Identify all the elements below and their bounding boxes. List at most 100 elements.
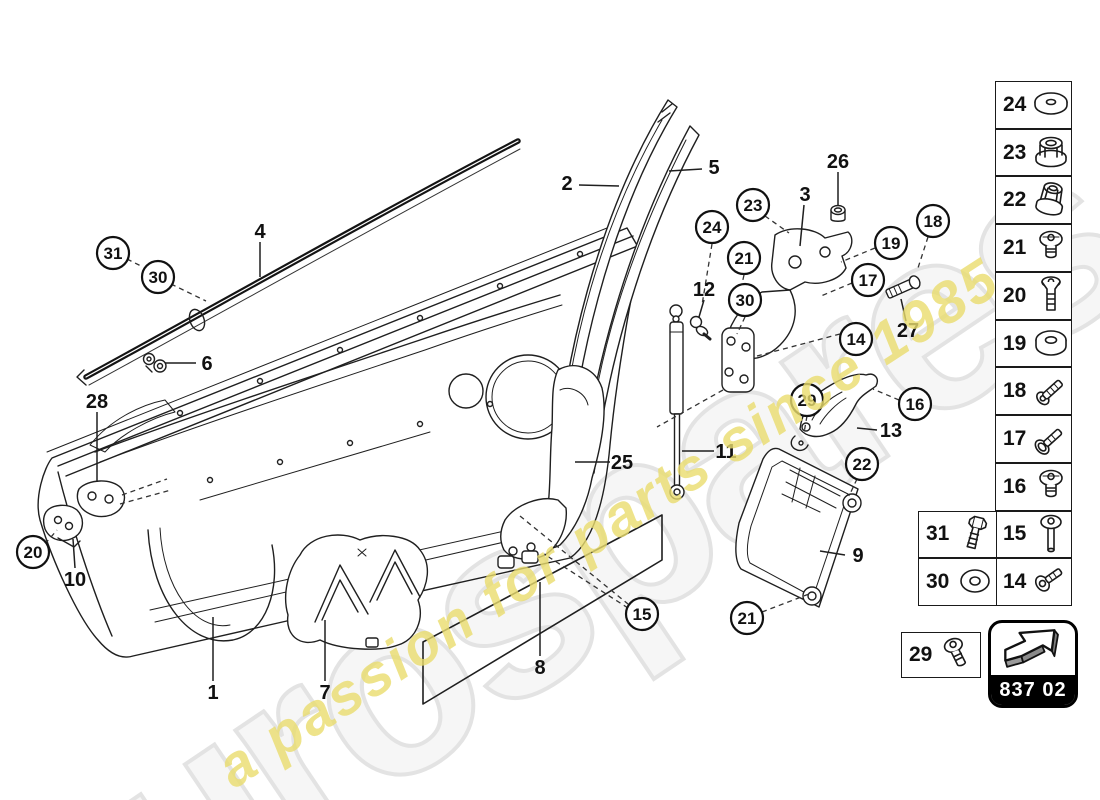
part-label-6[interactable]: 6 (201, 353, 212, 375)
part-label-26[interactable]: 26 (827, 151, 849, 173)
legend-item-number: 19 (1003, 331, 1027, 355)
part-label-28[interactable]: 28 (86, 391, 108, 413)
small-screw-part (689, 315, 712, 341)
part-group-code: 837 02 (991, 675, 1075, 705)
callout-circle-23[interactable]: 23 (735, 187, 771, 223)
legend-item-15[interactable]: 15 (995, 510, 1072, 559)
legend-item-number: 16 (1003, 474, 1027, 498)
callout-number: 30 (736, 291, 755, 310)
bracket-part (790, 373, 878, 452)
flat-washer-icon (1031, 83, 1071, 127)
legend-item-number: 23 (1003, 140, 1027, 164)
part-label-12[interactable]: 12 (693, 279, 715, 301)
dome-screw-icon (1031, 226, 1071, 270)
sound-absorber-part (285, 534, 428, 650)
callout-circle-22[interactable]: 22 (844, 446, 880, 482)
protective-film-part (422, 514, 663, 705)
callout-circle-21[interactable]: 21 (726, 240, 762, 276)
hinge-bolt-part (885, 275, 921, 299)
legend-item-number: 29 (909, 643, 933, 666)
hex-bolt-icon (954, 512, 996, 556)
legend-item-14[interactable]: 14 (995, 558, 1072, 607)
angled-dome-screw-icon (1031, 560, 1071, 604)
callout-number: 14 (847, 330, 866, 349)
legend-item-number: 21 (1003, 236, 1027, 260)
legend-item-number: 22 (1003, 188, 1027, 212)
collar-nut-icon (1031, 178, 1071, 222)
hinge-part (721, 228, 853, 393)
callout-circle-31[interactable]: 31 (95, 235, 131, 271)
legend-item-number: 15 (1003, 522, 1027, 546)
large-washer-icon (954, 560, 996, 604)
door-check-part (42, 504, 84, 548)
part-label-5[interactable]: 5 (708, 157, 719, 179)
legend-item-17[interactable]: 17 (995, 415, 1072, 463)
legend-item-number: 14 (1003, 570, 1027, 594)
legend-item-number: 17 (1003, 426, 1027, 450)
callout-circle-24[interactable]: 24 (694, 209, 730, 245)
weatherstrip-part (76, 138, 521, 386)
legend-item-number: 31 (926, 522, 950, 546)
callout-circle-18[interactable]: 18 (915, 203, 951, 239)
callout-number: 21 (738, 609, 757, 628)
callout-number: 29 (798, 391, 817, 410)
callout-circle-21[interactable]: 21 (729, 600, 765, 636)
callout-number: 22 (853, 455, 872, 474)
legend-item-18[interactable]: 18 (995, 367, 1072, 416)
legend-item-24[interactable]: 24 (995, 81, 1072, 129)
callout-number: 30 (149, 268, 168, 287)
part-label-7[interactable]: 7 (319, 682, 330, 704)
part-label-13[interactable]: 13 (880, 420, 902, 442)
gas-strut-part (669, 304, 685, 500)
mirror-panel-part (735, 447, 862, 608)
part-label-2[interactable]: 2 (561, 173, 572, 195)
legend-item-number: 20 (1003, 283, 1027, 307)
callout-circle-16[interactable]: 16 (897, 386, 933, 422)
callout-number: 19 (882, 234, 901, 253)
legend-item-23[interactable]: 23 (995, 128, 1072, 177)
callout-number: 17 (859, 271, 878, 290)
callout-number: 20 (24, 543, 43, 562)
legend-item-31[interactable]: 31 (918, 510, 997, 559)
callout-circle-17[interactable]: 17 (850, 262, 886, 298)
callout-circle-30[interactable]: 30 (140, 259, 176, 295)
clip-part (142, 352, 167, 373)
latch-bracket-part (497, 498, 567, 569)
part-label-3[interactable]: 3 (799, 184, 810, 206)
part-label-10[interactable]: 10 (64, 569, 86, 591)
button-bolt-icon (1031, 369, 1071, 413)
callout-number: 23 (744, 196, 763, 215)
legend-item-19[interactable]: 19 (995, 319, 1072, 368)
dome-screw-icon (1031, 465, 1071, 509)
part-label-4[interactable]: 4 (254, 221, 266, 243)
part-label-11[interactable]: 11 (715, 441, 736, 463)
cap-nut-part (830, 204, 846, 222)
legend-item-29[interactable]: 29 (901, 632, 981, 678)
torx-screw-icon (937, 633, 980, 677)
cover-plate-part (76, 480, 126, 518)
arrow-icon (991, 623, 1075, 675)
part-label-25[interactable]: 25 (611, 452, 633, 474)
legend-item-22[interactable]: 22 (995, 176, 1072, 225)
legend-item-21[interactable]: 21 (995, 224, 1072, 272)
part-label-1[interactable]: 1 (207, 682, 218, 704)
legend-item-number: 30 (926, 570, 950, 594)
callout-circle-20[interactable]: 20 (15, 534, 51, 570)
callout-number: 16 (906, 395, 925, 414)
part-label-9[interactable]: 9 (852, 545, 863, 567)
part-label-27[interactable]: 27 (897, 320, 919, 342)
callout-circle-29[interactable]: 29 (789, 382, 825, 418)
legend-item-20[interactable]: 20 (995, 271, 1072, 320)
legend-item-16[interactable]: 16 (995, 462, 1072, 511)
callout-circle-15[interactable]: 15 (624, 596, 660, 632)
part-group-badge[interactable]: 837 02 (988, 620, 1078, 708)
legend-item-30[interactable]: 30 (918, 558, 997, 606)
part-label-8[interactable]: 8 (534, 657, 545, 679)
callout-circle-30[interactable]: 30 (727, 282, 763, 318)
callout-circle-19[interactable]: 19 (873, 225, 909, 261)
callout-number: 31 (104, 244, 123, 263)
legend-item-number: 24 (1003, 92, 1027, 116)
callout-number: 18 (924, 212, 943, 231)
callout-circle-14[interactable]: 14 (838, 321, 874, 357)
